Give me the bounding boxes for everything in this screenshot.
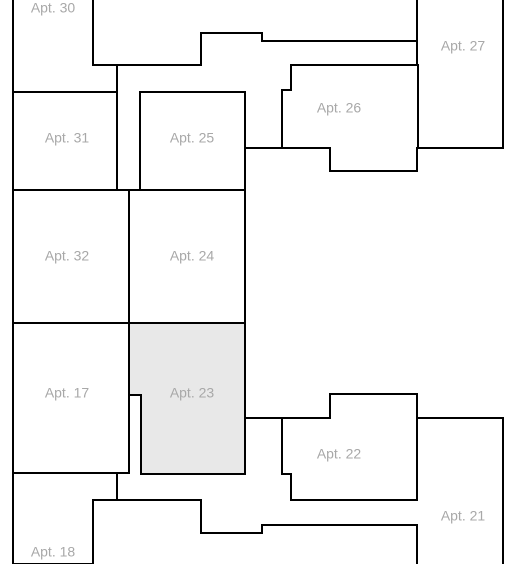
apt-17-unit[interactable] [12,322,130,474]
upper-right-wall [416,0,504,149]
apt-26-unit[interactable] [281,64,419,172]
apt-21-label: Apt. 21 [441,508,486,524]
apt-24-unit[interactable] [128,189,246,324]
apt-27-label: Apt. 27 [441,38,486,54]
apt-22-unit[interactable] [281,393,418,501]
lower-right-wall [417,417,504,564]
bottom-lower-unit-wall [117,499,418,564]
apt-32-unit[interactable] [12,189,130,324]
top-upper-unit-wall [92,0,418,66]
apt-31-unit[interactable] [12,91,118,191]
apt-18-unit[interactable] [12,472,118,564]
apt-25-unit[interactable] [139,91,246,191]
apartment-units [12,64,419,564]
apt-30-label: Apt. 30 [31,0,76,16]
apt-23-unit[interactable] [128,322,246,475]
